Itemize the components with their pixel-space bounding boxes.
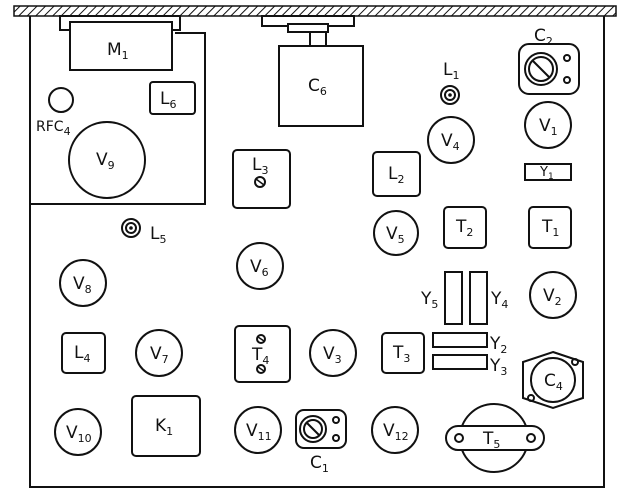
coil-l6: L6	[149, 81, 196, 115]
tube-v2: V2	[529, 271, 577, 319]
l5-label: L5	[150, 224, 166, 246]
relay-k1: K1	[131, 395, 201, 457]
v8-label: V8	[73, 274, 92, 296]
c1-label: C1	[310, 453, 329, 475]
l1-label: L1	[443, 60, 459, 82]
crystal-y1: Y1	[524, 163, 572, 182]
v7-label: V7	[150, 344, 169, 366]
tube-v11: V11	[234, 406, 282, 454]
crystal-y4: Y4	[469, 271, 508, 325]
tube-v12: V12	[371, 406, 419, 454]
l6-label: L6	[160, 89, 176, 111]
v9-label: V9	[96, 150, 115, 172]
capacitor-c4: C4	[522, 350, 584, 410]
t5-label: T5	[482, 429, 500, 451]
chassis-top-rail	[13, 5, 617, 17]
rfc4-label: RFC4	[36, 119, 71, 138]
transformer-t4: T4	[234, 325, 291, 383]
c6-label: C6	[308, 76, 327, 98]
crystal-y5: Y5	[420, 271, 463, 325]
tube-v10: V10	[54, 408, 102, 456]
l2-label: L2	[388, 164, 404, 186]
capacitor-c1: C1	[295, 409, 347, 475]
v1-label: V1	[539, 116, 558, 138]
coil-l3: L3	[232, 149, 291, 209]
t1-label: T1	[541, 217, 559, 239]
t4-label: T4	[251, 345, 269, 367]
transformer-t2: T2	[443, 206, 487, 249]
meter-compartment-outline	[30, 32, 206, 205]
y2-label: Y2	[489, 334, 507, 356]
v12-label: V12	[383, 421, 409, 443]
coil-l2: L2	[372, 151, 421, 197]
c2-label: C2	[534, 26, 553, 48]
capacitor-c6: C6	[261, 15, 364, 127]
v11-label: V11	[246, 421, 272, 443]
tube-v6: V6	[236, 242, 284, 290]
chassis-outline	[29, 16, 605, 488]
v10-label: V10	[66, 423, 92, 445]
transformer-t5: T5	[445, 403, 545, 473]
k1-label: K1	[155, 416, 173, 438]
c4-label: C4	[544, 371, 563, 393]
v6-label: V6	[250, 257, 269, 279]
y1-label: Y1	[539, 165, 554, 182]
y3-label: Y3	[489, 356, 507, 378]
v5-label: V5	[386, 224, 405, 246]
tube-v4: V4	[427, 116, 475, 164]
l3-label: L3	[252, 155, 268, 177]
tube-v5: V5	[373, 210, 419, 256]
capacitor-c2: C2	[518, 26, 580, 95]
y5-label: Y5	[420, 289, 438, 311]
tube-v7: V7	[135, 329, 183, 377]
tube-v1: V1	[524, 101, 572, 149]
tube-v9: V9	[68, 121, 146, 199]
l4-label: L4	[74, 343, 90, 365]
crystal-y2: Y2	[432, 332, 507, 356]
transformer-t3: T3	[381, 332, 425, 374]
y4-label: Y4	[490, 289, 508, 311]
choke-rfc4: RFC4	[36, 87, 74, 138]
meter-m1: M1	[59, 15, 181, 71]
tube-v3: V3	[309, 329, 357, 377]
crystal-y3: Y3	[432, 354, 507, 378]
v4-label: V4	[441, 131, 460, 153]
coil-l4: L4	[61, 332, 106, 374]
t3-label: T3	[392, 343, 410, 365]
tube-v8: V8	[59, 259, 107, 307]
coil-l5: L5	[121, 218, 166, 246]
v2-label: V2	[543, 286, 562, 308]
transformer-t1: T1	[528, 206, 572, 249]
v3-label: V3	[323, 344, 342, 366]
m1-label: M1	[107, 40, 129, 62]
coil-l1: L1	[440, 60, 460, 105]
t2-label: T2	[455, 217, 473, 239]
